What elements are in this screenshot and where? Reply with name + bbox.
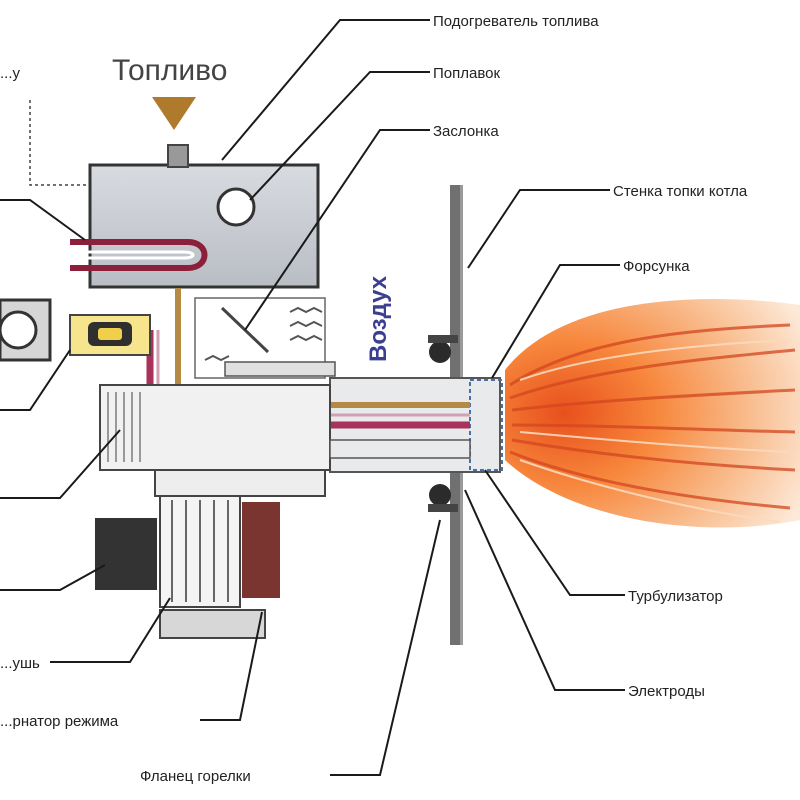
left-partial-label-1: ...ушь	[0, 655, 40, 672]
air-channel	[195, 298, 335, 378]
damper-label: Заслонка	[433, 123, 499, 140]
float	[218, 189, 254, 225]
fuel-arrow-icon	[152, 97, 196, 130]
left-partial-label-2: ...y	[0, 65, 21, 82]
fuel-pump	[70, 315, 150, 355]
flame	[505, 299, 800, 528]
nozzle-label: Форсунка	[623, 258, 690, 275]
mode-regulator-label: ...рнатор режима	[0, 713, 119, 730]
fuel-label: Топливо	[112, 54, 227, 87]
motor	[0, 300, 50, 360]
electrodes-label: Электроды	[628, 683, 705, 700]
flange-label: Фланец горелки	[140, 768, 251, 785]
fuel-heater-label: Подогреватель топлива	[433, 13, 599, 30]
ignition-unit	[95, 470, 325, 638]
air-label: Воздух	[365, 275, 392, 362]
float-label: Поплавок	[433, 65, 500, 82]
chamber-wall-label: Стенка топки котла	[613, 183, 748, 200]
turbulator-label: Турбулизатор	[628, 588, 723, 605]
